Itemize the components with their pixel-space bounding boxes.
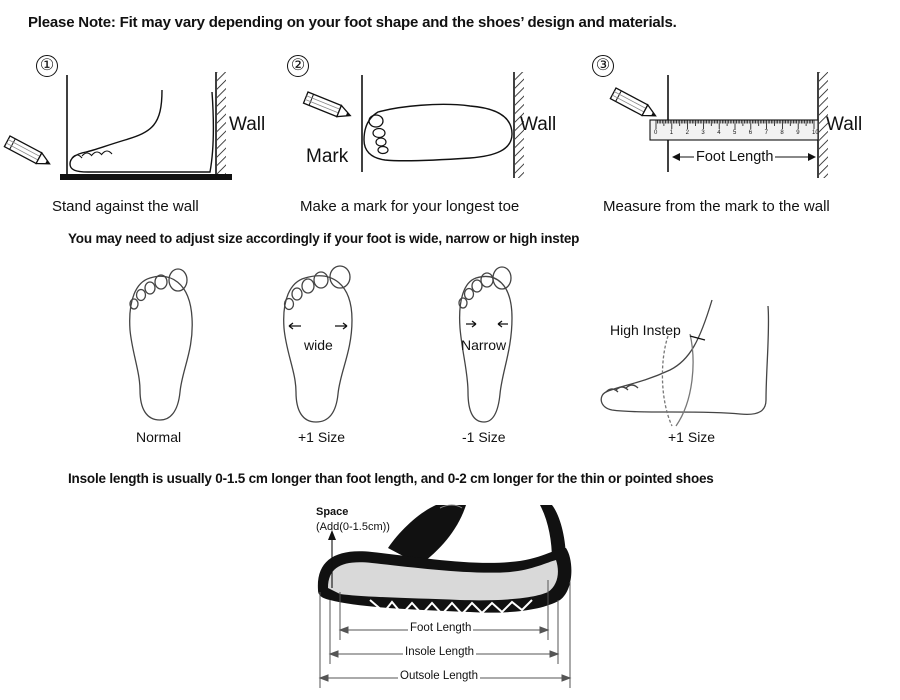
space-sub-label: (Add(0-1.5cm)) <box>316 521 390 533</box>
ruler-number: 0 <box>654 130 658 136</box>
ruler-number: 2 <box>685 130 689 136</box>
fit-note: Please Note: Fit may vary depending on y… <box>28 14 677 31</box>
ruler-number: 8 <box>780 130 784 136</box>
ruler-number: 4 <box>717 130 721 136</box>
foot-normal-outline <box>129 268 193 421</box>
foot-length-label: Foot Length <box>408 622 474 634</box>
ruler-number: 7 <box>764 130 768 136</box>
step3-foot-length-label: Foot Length <box>694 149 776 165</box>
step2-caption: Make a mark for your longest toe <box>300 198 520 215</box>
ruler-number: 1 <box>669 130 674 136</box>
high-instep-note: High Instep <box>610 322 681 338</box>
step1-illustration <box>3 72 232 180</box>
ruler-number: 3 <box>701 130 705 136</box>
step2-illustration <box>302 72 524 178</box>
step2-number: ② <box>287 55 309 77</box>
shoe-cross-section <box>317 504 572 616</box>
ruler-number: 10 <box>812 130 819 136</box>
step3-caption: Measure from the mark to the wall <box>603 198 830 215</box>
insole-length-label: Insole Length <box>403 646 477 658</box>
foot-type-label-normal: Normal <box>136 429 182 445</box>
step2-wall-label: Wall <box>520 114 557 135</box>
foot-wide-outline <box>283 265 353 423</box>
step1-wall-label: Wall <box>229 114 266 135</box>
ruler-number: 5 <box>733 130 737 136</box>
ruler-number: 9 <box>796 130 800 136</box>
step3-wall-label: Wall <box>826 114 863 135</box>
step3-number: ③ <box>592 55 614 77</box>
wide-note: wide <box>304 337 333 353</box>
narrow-note: Narrow <box>461 337 507 353</box>
foot-high-instep-outline <box>600 299 770 427</box>
adjust-heading: You may need to adjust size accordingly … <box>68 231 580 246</box>
step1-caption: Stand against the wall <box>52 198 199 215</box>
ruler-number: 6 <box>748 130 753 136</box>
space-label: Space <box>316 506 349 518</box>
foot-type-label-wide: +1 Size <box>298 429 346 445</box>
insole-heading: Insole length is usually 0-1.5 cm longer… <box>68 471 714 486</box>
outsole-length-label: Outsole Length <box>398 670 481 682</box>
foot-narrow-outline <box>458 266 513 423</box>
foot-type-label-narrow: -1 Size <box>462 429 506 445</box>
foot-type-label-high-instep: +1 Size <box>668 429 716 445</box>
step1-number: ① <box>36 55 58 77</box>
step2-mark-label: Mark <box>306 146 349 167</box>
